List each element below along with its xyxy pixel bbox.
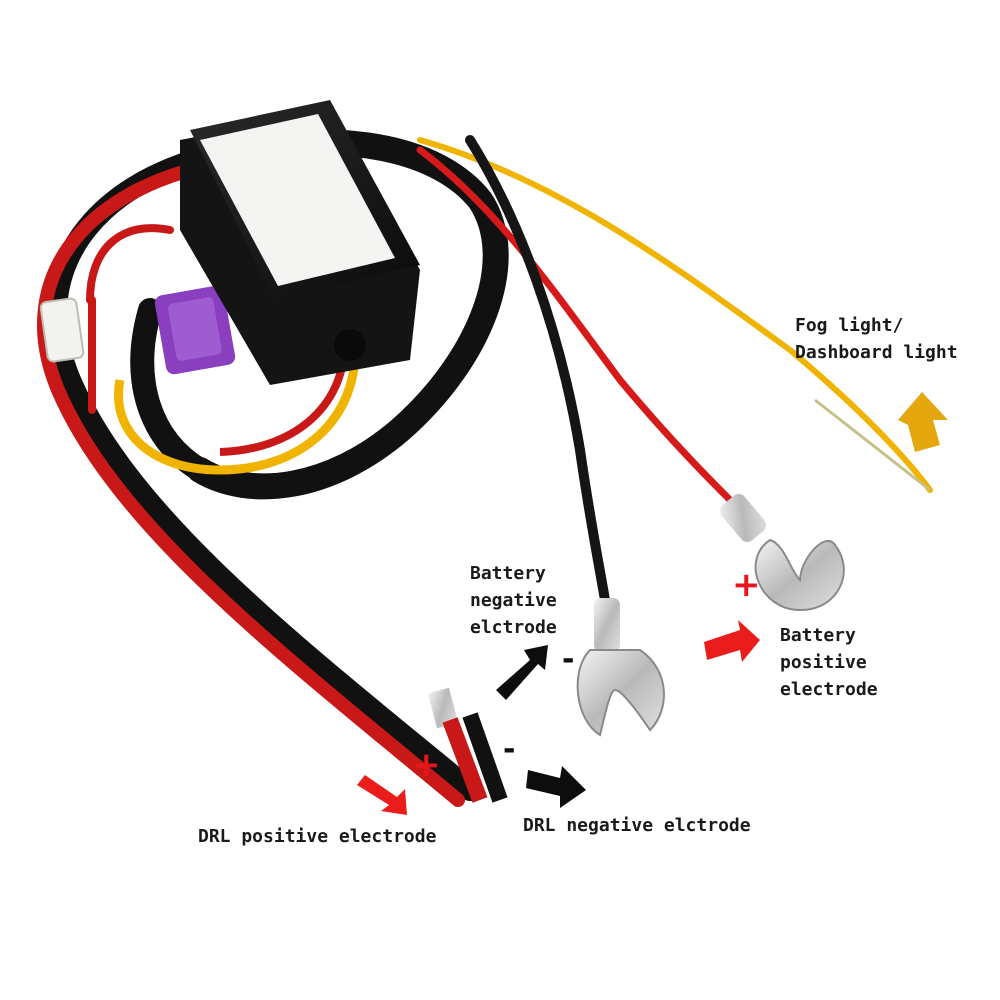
battery-negative-label: Battery negative elctrode — [470, 563, 557, 638]
arrow-icon — [898, 392, 948, 452]
arrow-icon — [526, 766, 586, 808]
fog-light-label: Fog light/ Dashboard light — [795, 315, 958, 363]
drl-negative-minus-sign: - — [503, 732, 516, 767]
battery-negative-minus-sign: - — [562, 642, 575, 677]
drl-negative-label: DRL negative elctrode — [523, 815, 751, 836]
battery-positive-wire — [416, 146, 744, 514]
inline-connector — [39, 297, 85, 363]
battery-positive-label: Battery positive electrode — [780, 625, 878, 700]
drl-positive-label: DRL positive electrode — [198, 826, 437, 847]
main-cable-loop — [37, 129, 509, 807]
ring-terminal-icon — [719, 494, 845, 612]
arrow-icon — [496, 645, 548, 700]
battery-positive-plus-sign: + — [732, 565, 761, 605]
fuse-icon — [154, 285, 236, 375]
arrow-icon — [357, 775, 407, 815]
drl-positive-plus-sign: + — [412, 745, 441, 785]
arrow-icon — [704, 620, 760, 662]
ring-terminal-icon — [576, 598, 665, 737]
drl-cable-end — [427, 687, 508, 803]
voltage-identifier-module — [180, 100, 420, 385]
fog-light-wire — [417, 137, 933, 493]
battery-negative-wire — [465, 135, 610, 605]
bare-wire-tip — [814, 398, 931, 492]
yellow-wire-loop — [114, 339, 360, 475]
